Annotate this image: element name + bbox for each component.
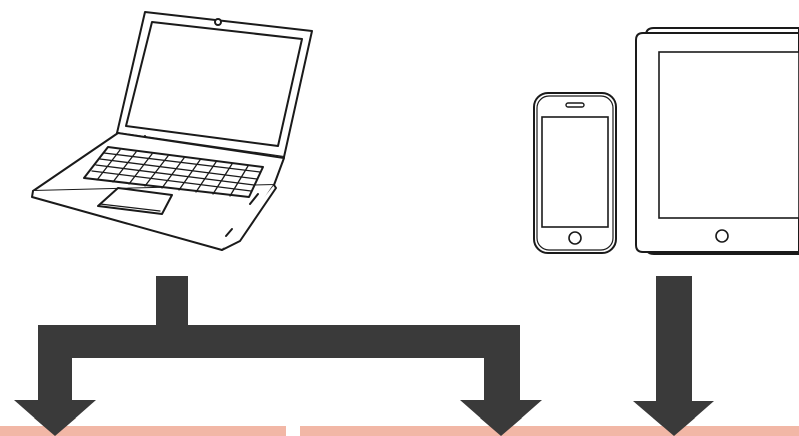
target-right (300, 426, 799, 436)
tablet-arrow (633, 276, 714, 436)
arrow-tips (34, 418, 695, 436)
target-left (0, 426, 286, 436)
laptop-icon (31, 11, 313, 251)
branching-arrow (14, 276, 542, 436)
target-bars (0, 426, 799, 436)
tablet-icon (635, 27, 799, 255)
smartphone-icon (533, 92, 617, 254)
